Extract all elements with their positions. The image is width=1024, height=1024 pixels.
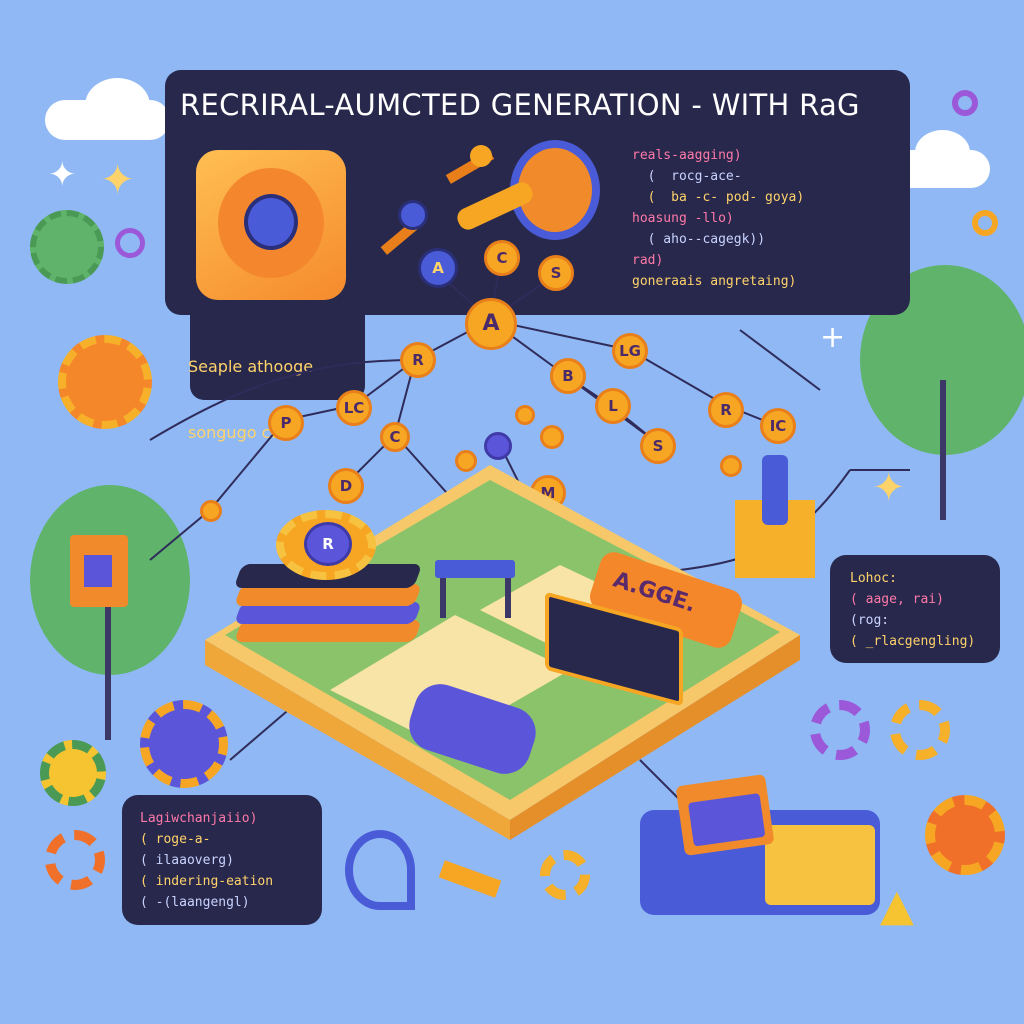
node-lg[interactable]: LG <box>612 333 648 369</box>
node-dot[interactable] <box>540 425 564 449</box>
code-line: ( ilaaoverg) <box>140 853 234 868</box>
node-r[interactable]: R <box>400 342 436 378</box>
drawer-box <box>765 825 875 905</box>
pin-icon <box>115 228 145 258</box>
triangle-icon: ▲ <box>880 880 914 931</box>
node-a-top[interactable]: A <box>418 248 458 288</box>
sparkle-icon: + <box>820 320 846 355</box>
node-c[interactable]: C <box>380 422 410 452</box>
pencil-icon <box>762 455 788 525</box>
code-line: ( aage, rai) <box>850 592 944 607</box>
page-title: RECRIRAL-AUMCTED GENERATION - WITH RaG <box>180 88 860 122</box>
code-line: (rog: <box>850 613 890 628</box>
node-p[interactable]: P <box>268 405 304 441</box>
star-icon: ✦ <box>100 155 136 204</box>
file-cards <box>675 774 775 856</box>
bracket-icon <box>345 830 415 910</box>
logo <box>196 150 346 300</box>
star-icon: ✦ <box>872 465 906 511</box>
node-dot[interactable] <box>200 500 222 522</box>
platform-label: A.GGE. <box>609 567 699 618</box>
node-d[interactable]: D <box>328 468 364 504</box>
code-block: reals-aagging) ( rocg-ace- ( ba -c- pod-… <box>632 145 804 292</box>
gear-icon <box>925 795 1005 875</box>
code-line: ( _rlacgengling) <box>850 634 976 649</box>
gear-icon <box>45 830 105 890</box>
sparkle-icon: ✦ <box>48 155 77 195</box>
right-code-block: Lohoc: ( aage, rai) (rog: ( _rlacgenglin… <box>850 568 975 652</box>
tree-left-sign <box>70 535 128 607</box>
right-code-panel <box>830 555 1000 663</box>
node-l[interactable]: L <box>595 388 631 424</box>
main-panel-tab <box>190 290 365 400</box>
left-code-block: Lagiwchanjaiio) ( roge-a- ( ilaaoverg) (… <box>140 808 273 913</box>
node-s-top[interactable]: S <box>538 255 574 291</box>
code-line: reals-aagging) <box>632 148 742 163</box>
gear-icon <box>30 210 104 284</box>
table-leg <box>440 578 446 618</box>
caption-line: Seaple athooge <box>188 357 314 376</box>
code-line: ( -(laangengl) <box>140 895 250 910</box>
code-line: ( ba -c- pod- goya) <box>632 190 805 205</box>
cloud-right-puff <box>915 130 970 175</box>
node-s[interactable]: S <box>640 428 676 464</box>
node-dot[interactable] <box>720 455 742 477</box>
cloud-left-puff <box>85 78 150 133</box>
node-dot[interactable] <box>455 450 477 472</box>
code-line: ( rocg-ace- <box>632 169 742 184</box>
tree-left-trunk <box>105 590 111 740</box>
stack-gear-icon <box>276 510 376 580</box>
gear-icon <box>40 740 106 806</box>
dot-icon <box>398 200 428 230</box>
code-line: rad) <box>632 253 664 268</box>
node-r-stack[interactable]: R <box>304 522 352 566</box>
table-icon <box>435 560 515 578</box>
ring-icon <box>952 90 978 116</box>
node-a-hub[interactable]: A <box>465 298 517 350</box>
node-ic[interactable]: IC <box>760 408 796 444</box>
code-line: ( indering-eation <box>140 874 274 889</box>
code-line: ( roge-a- <box>140 832 211 847</box>
code-line: goneraais angretaing) <box>632 274 797 289</box>
gear-icon <box>58 335 152 429</box>
node-b[interactable]: B <box>550 358 586 394</box>
node-dot[interactable] <box>484 432 512 460</box>
code-line: Lohoc: <box>850 571 897 586</box>
node-c-top[interactable]: C <box>484 240 520 276</box>
node-r2[interactable]: R <box>708 392 744 428</box>
node-dot[interactable] <box>515 405 535 425</box>
code-line: ( aho--cagegk)) <box>632 232 766 247</box>
node-lc[interactable]: LC <box>336 390 372 426</box>
code-line: hoasung -llo) <box>632 211 734 226</box>
dot-icon <box>470 145 492 167</box>
gear-icon <box>140 700 228 788</box>
tree-right-trunk <box>940 380 946 520</box>
gear-icon <box>540 850 590 900</box>
left-code-panel <box>122 795 322 925</box>
gear-icon <box>890 700 950 760</box>
ring-icon <box>972 210 998 236</box>
code-line: Lagiwchanjaiio) <box>140 811 258 826</box>
gear-icon <box>810 700 870 760</box>
table-leg <box>505 578 511 618</box>
